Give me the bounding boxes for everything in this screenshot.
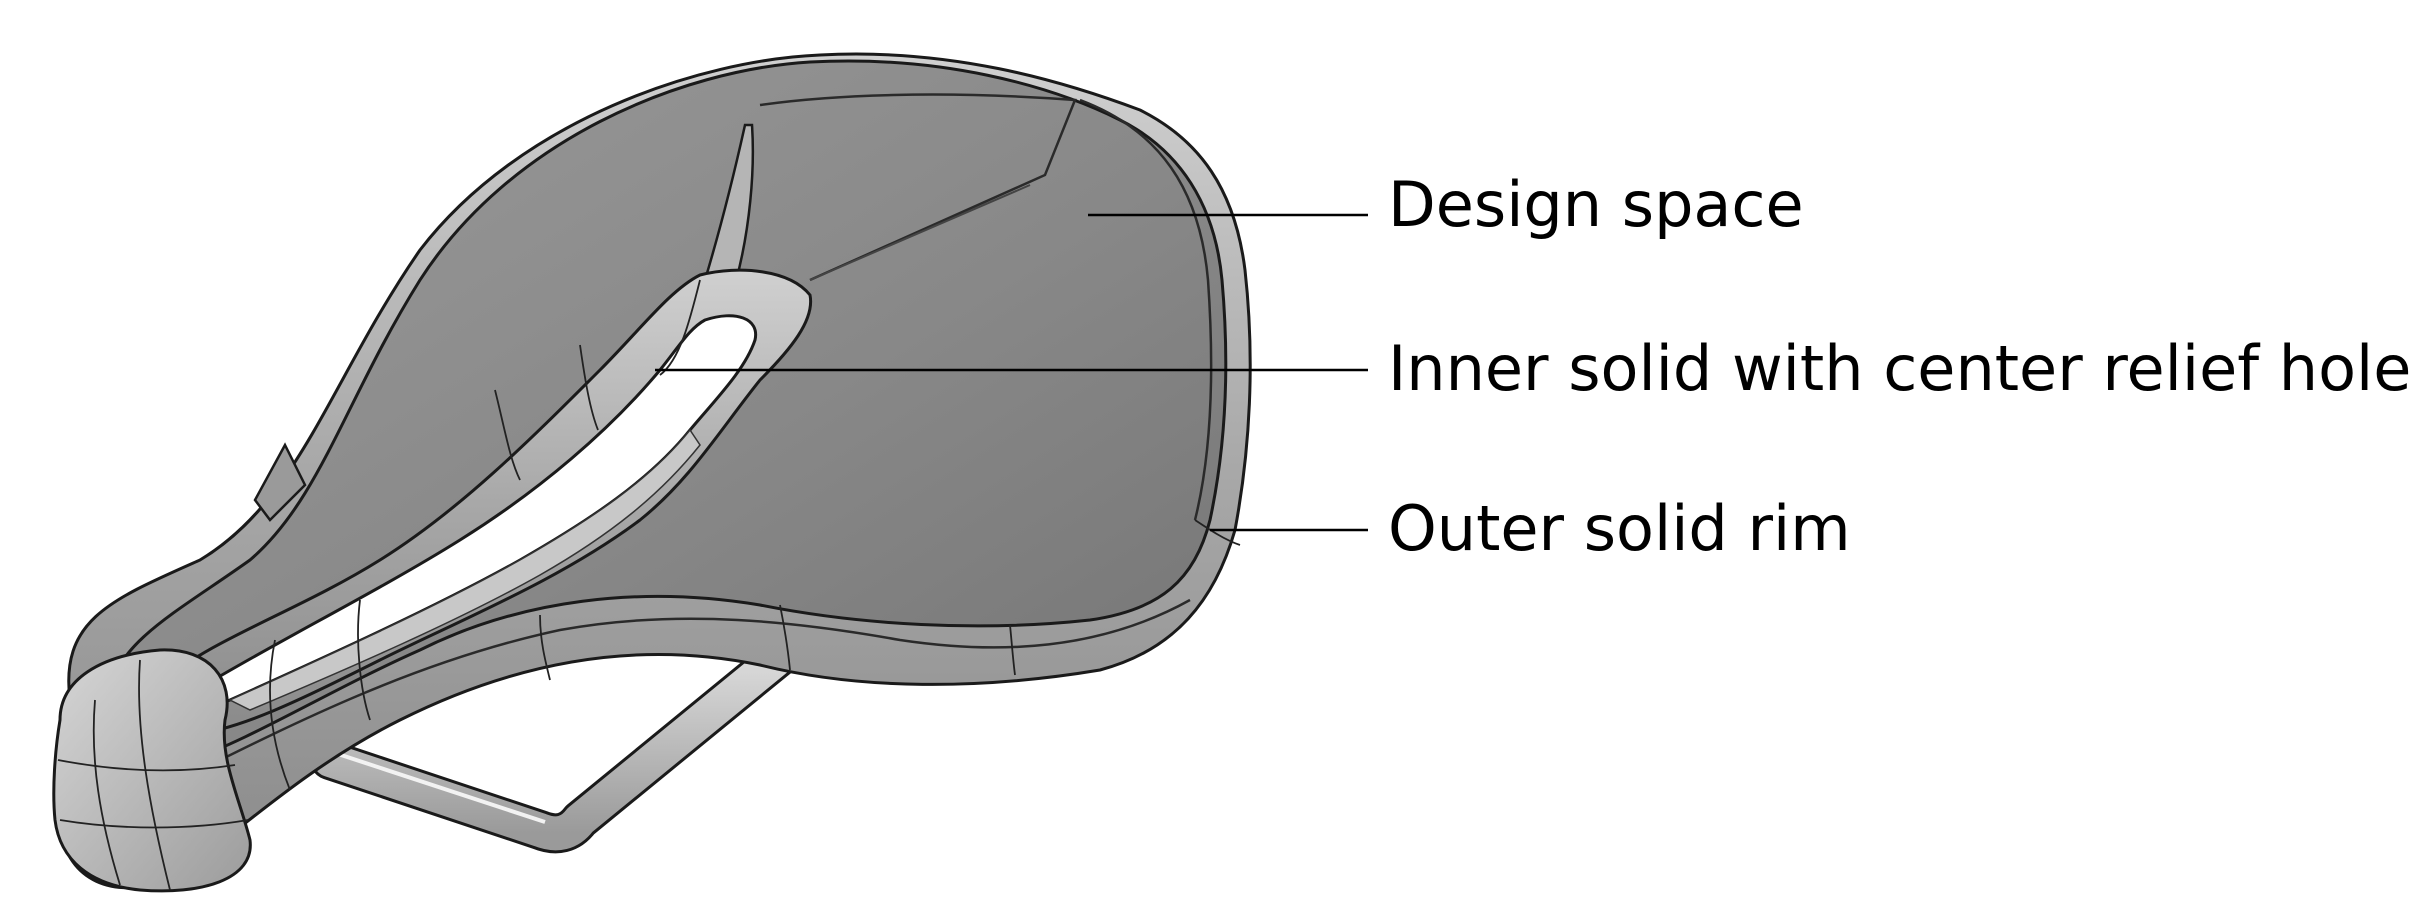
rim-panel-lines [494,279,1241,681]
label-design-space: Design space [1388,168,1804,241]
rim-edge-line [1079,98,1213,521]
label-outer-rim: Outer solid rim [1388,492,1851,565]
nose-panel-lines [57,599,371,891]
rim-lower-line [179,598,1191,782]
callout-leaders [655,213,1368,532]
label-inner-solid: Inner solid with center relief hole [1388,332,2412,405]
surface-ridge [759,93,1077,282]
surface-ridge-2 [809,184,1031,281]
saddle-side-wing [253,442,307,522]
inner-channel-shade [228,428,701,711]
saddle-rails [310,620,820,854]
